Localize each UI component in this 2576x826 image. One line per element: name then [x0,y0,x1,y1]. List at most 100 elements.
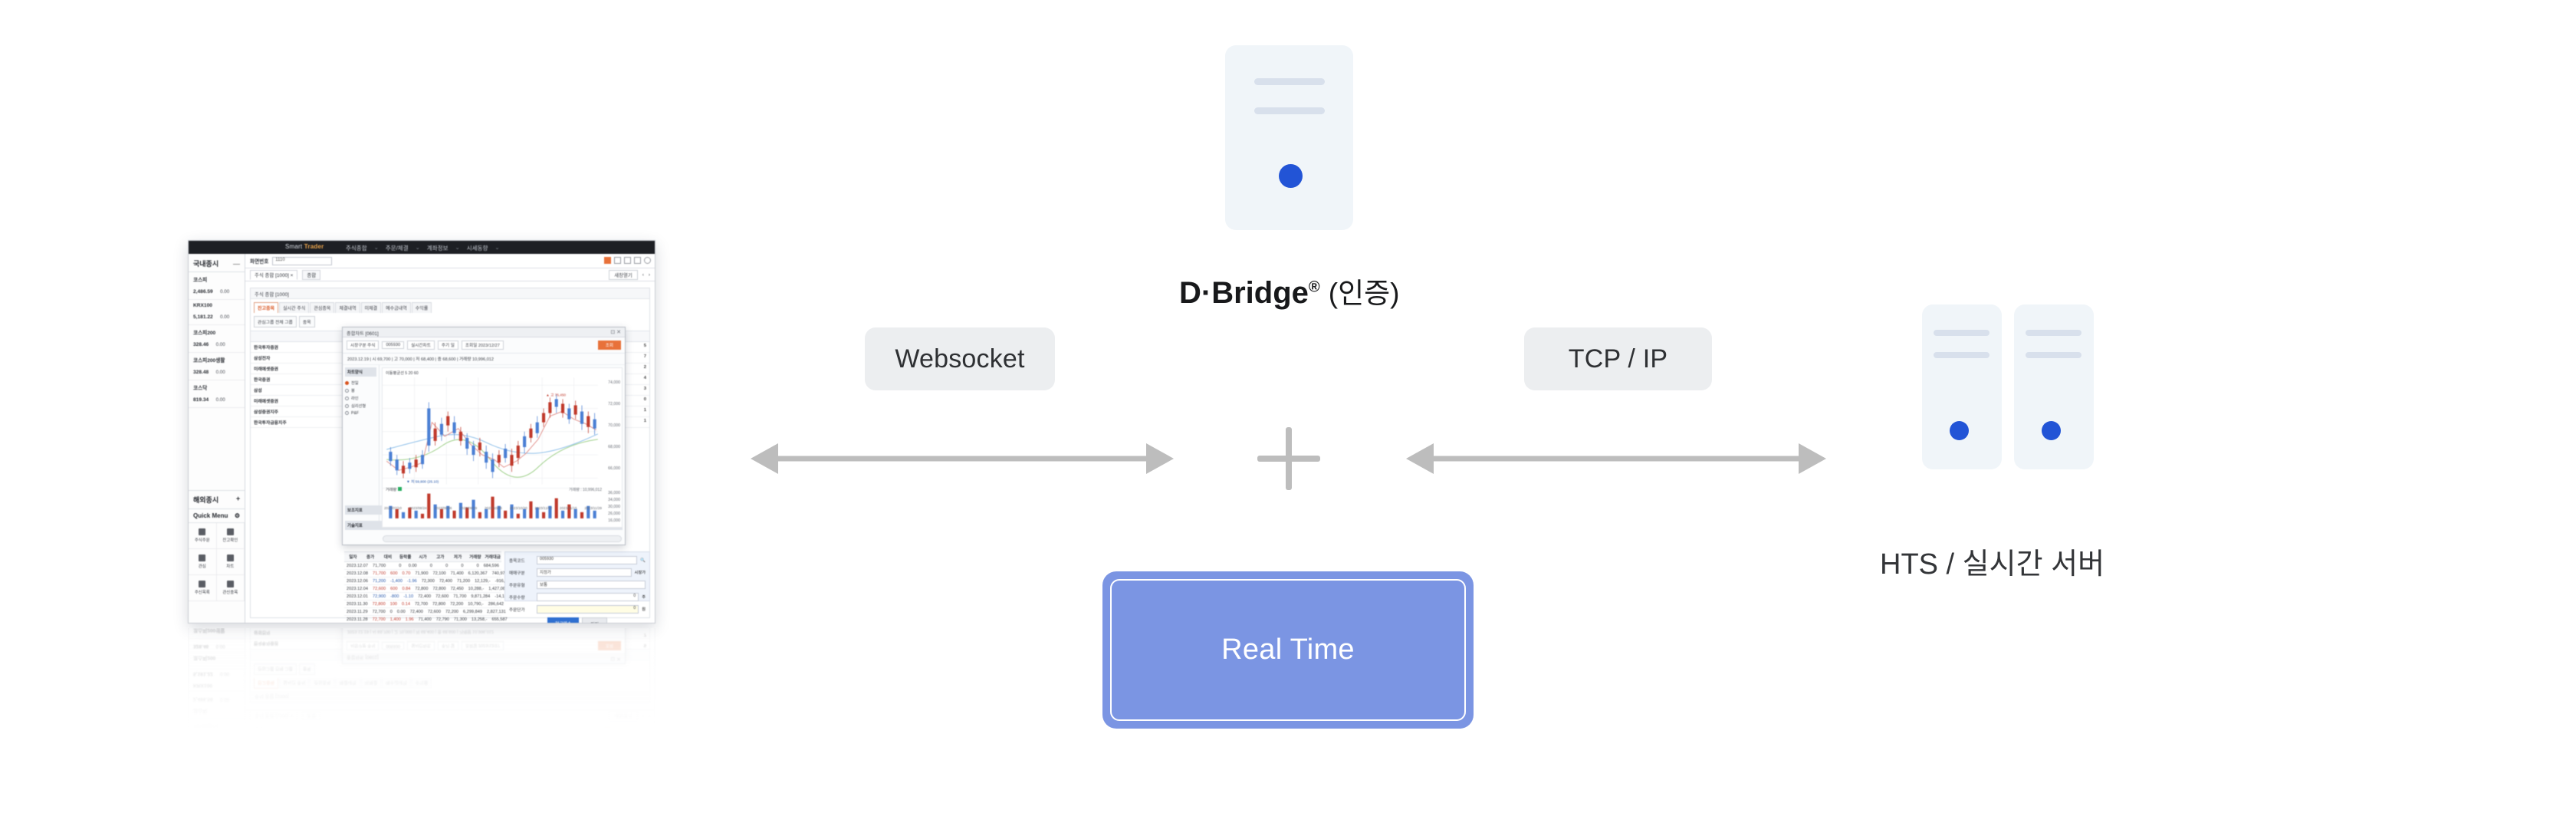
prev-icon[interactable]: ‹ [642,271,644,278]
restore-icon[interactable] [634,727,641,734]
search-button[interactable]: 조회 [597,341,621,350]
minimize-icon[interactable] [614,727,621,734]
subtab[interactable]: 예수금내역 [382,302,411,313]
quantity-input[interactable]: 0 [537,593,639,601]
subtab[interactable]: 잔고종목 [254,302,279,313]
next-icon[interactable]: › [648,271,650,278]
subtab[interactable]: 관심종목 [310,678,335,689]
help-icon[interactable] [644,727,651,734]
close-icon[interactable]: × [290,712,294,719]
date-input[interactable]: 조회일 2023/12/27 [461,641,504,650]
restore-icon[interactable] [634,257,641,264]
subtab[interactable]: 실시간 주식 [279,302,310,313]
realtime-toggle[interactable]: 실시간차트 [407,641,435,650]
symbol-filter[interactable]: 종목 [298,316,315,327]
symbol-filter[interactable]: 종목 [298,663,315,675]
subtab[interactable]: 수익률 [411,678,432,689]
subtab[interactable]: 실시간 주식 [279,678,310,689]
hts-menu-item[interactable]: 계좌정보 [426,245,449,252]
subtab[interactable]: 예수금내역 [382,678,411,689]
chart-style-option[interactable]: P&F [345,410,376,416]
hts-menu-item[interactable]: 시세동향 [466,245,488,252]
search-icon[interactable]: 🔍 [640,558,646,563]
maximize-icon[interactable] [624,257,631,264]
quick-menu-item[interactable]: 관심 [189,549,217,575]
market-price-checkbox[interactable]: 시장가 [634,571,646,575]
date-input[interactable]: 조회일 2023/12/27 [461,341,504,350]
market-select[interactable]: 시장구분 주식 [347,341,380,350]
next-icon[interactable]: › [648,713,650,719]
chart-style-option[interactable]: 심리선형 [345,402,376,410]
new-window-button[interactable]: 새창열기 [609,711,638,722]
hts-menu-item[interactable]: 계좌정보 [426,739,449,746]
modify-button[interactable]: 정정 [582,617,607,623]
prev-icon[interactable]: ‹ [642,713,644,719]
order-method-select[interactable]: 보통 [537,581,646,589]
price-input[interactable]: 0 [537,605,639,614]
hts-menu-item[interactable]: 시세동향 [466,739,488,746]
period-select[interactable]: 주기 일 [437,641,458,650]
realtime-toggle[interactable]: 실시간차트 [407,341,435,350]
hts-menu-item[interactable]: 주문/체결 [385,739,409,746]
help-icon[interactable] [644,257,651,264]
screen-number-input[interactable]: 1110 [272,726,333,735]
quick-menu-item[interactable]: 차트 [216,549,245,575]
hts-menubar[interactable]: 주식종합 ⌄ 주문/체결 ⌄ 계좌정보 ⌄ 시세동향 ⌄ [339,739,500,747]
hts-menu-item[interactable]: 주식종합 [346,739,367,746]
window-controls[interactable] [604,257,651,264]
close-icon[interactable]: ⊡ ✕ [610,656,621,661]
subtab[interactable]: 관심종목 [310,302,335,313]
subtab[interactable]: 잔고종목 [254,678,279,689]
hts-tab[interactable]: 주식 종합 [1000] × [250,269,298,280]
chart-scrollbar[interactable] [383,535,622,542]
close-icon[interactable]: ⊡ ✕ [610,330,621,335]
subtab[interactable]: 수익률 [411,302,432,313]
new-window-button[interactable]: 새창열기 [609,269,638,280]
collapse-icon[interactable]: — [233,259,240,268]
expand-icon[interactable]: + [235,495,240,502]
quick-menu-item[interactable]: 주식주문 [189,523,217,549]
hts-menu-item[interactable]: 주문/체결 [385,245,409,252]
window-controls[interactable] [604,727,651,734]
screen-number-input[interactable]: 1110 [272,256,333,265]
group-filter[interactable]: 관심그룹 전체 그룹 [254,663,297,675]
grid-layout-icon[interactable] [604,257,611,264]
hts-tab[interactable]: 종합 [302,269,321,280]
chart-style-option[interactable]: 전일 [345,379,376,387]
gear-icon[interactable]: ⚙ [234,512,240,519]
symbol-input[interactable]: 005930 [382,341,405,349]
grid-layout-icon[interactable] [604,727,611,734]
symbol-input[interactable]: 005930 [382,642,405,650]
minimize-icon[interactable] [614,257,621,264]
subtab[interactable]: 미체결 [360,678,382,689]
group-filter[interactable]: 관심그룹 전체 그룹 [254,316,297,327]
period-select[interactable]: 주기 일 [437,341,458,350]
chart-style-option[interactable]: 봉 [345,387,376,394]
realtime-button[interactable]: Real Time [1102,571,1474,729]
maximize-icon[interactable] [624,727,631,734]
collapse-icon[interactable]: — [233,723,240,732]
chart-style-option[interactable]: 라인 [345,394,376,402]
quick-menu-item[interactable]: 관신종목 [216,575,245,601]
subtab[interactable]: 미체결 [360,302,382,313]
market-select[interactable]: 시장구분 주식 [347,641,380,650]
subtab[interactable]: 체결내역 [335,678,360,689]
hts-menubar[interactable]: 주식종합 ⌄ 주문/체결 ⌄ 계좌정보 ⌄ 시세동향 ⌄ [339,244,500,252]
buy-button[interactable]: 현금매수 [547,617,580,623]
quick-menu-item[interactable]: 잔고확인 [216,523,245,549]
close-icon[interactable]: × [290,272,294,278]
search-button[interactable]: 조회 [597,641,621,650]
quick-menu-item[interactable]: 주신목록 [189,575,217,601]
order-type-select[interactable]: 지정가 [537,568,632,577]
hts-tab[interactable]: 종합 [302,711,321,722]
subtab[interactable]: 체결내역 [335,302,360,313]
symbol-code-input[interactable]: 005930 [537,556,638,564]
